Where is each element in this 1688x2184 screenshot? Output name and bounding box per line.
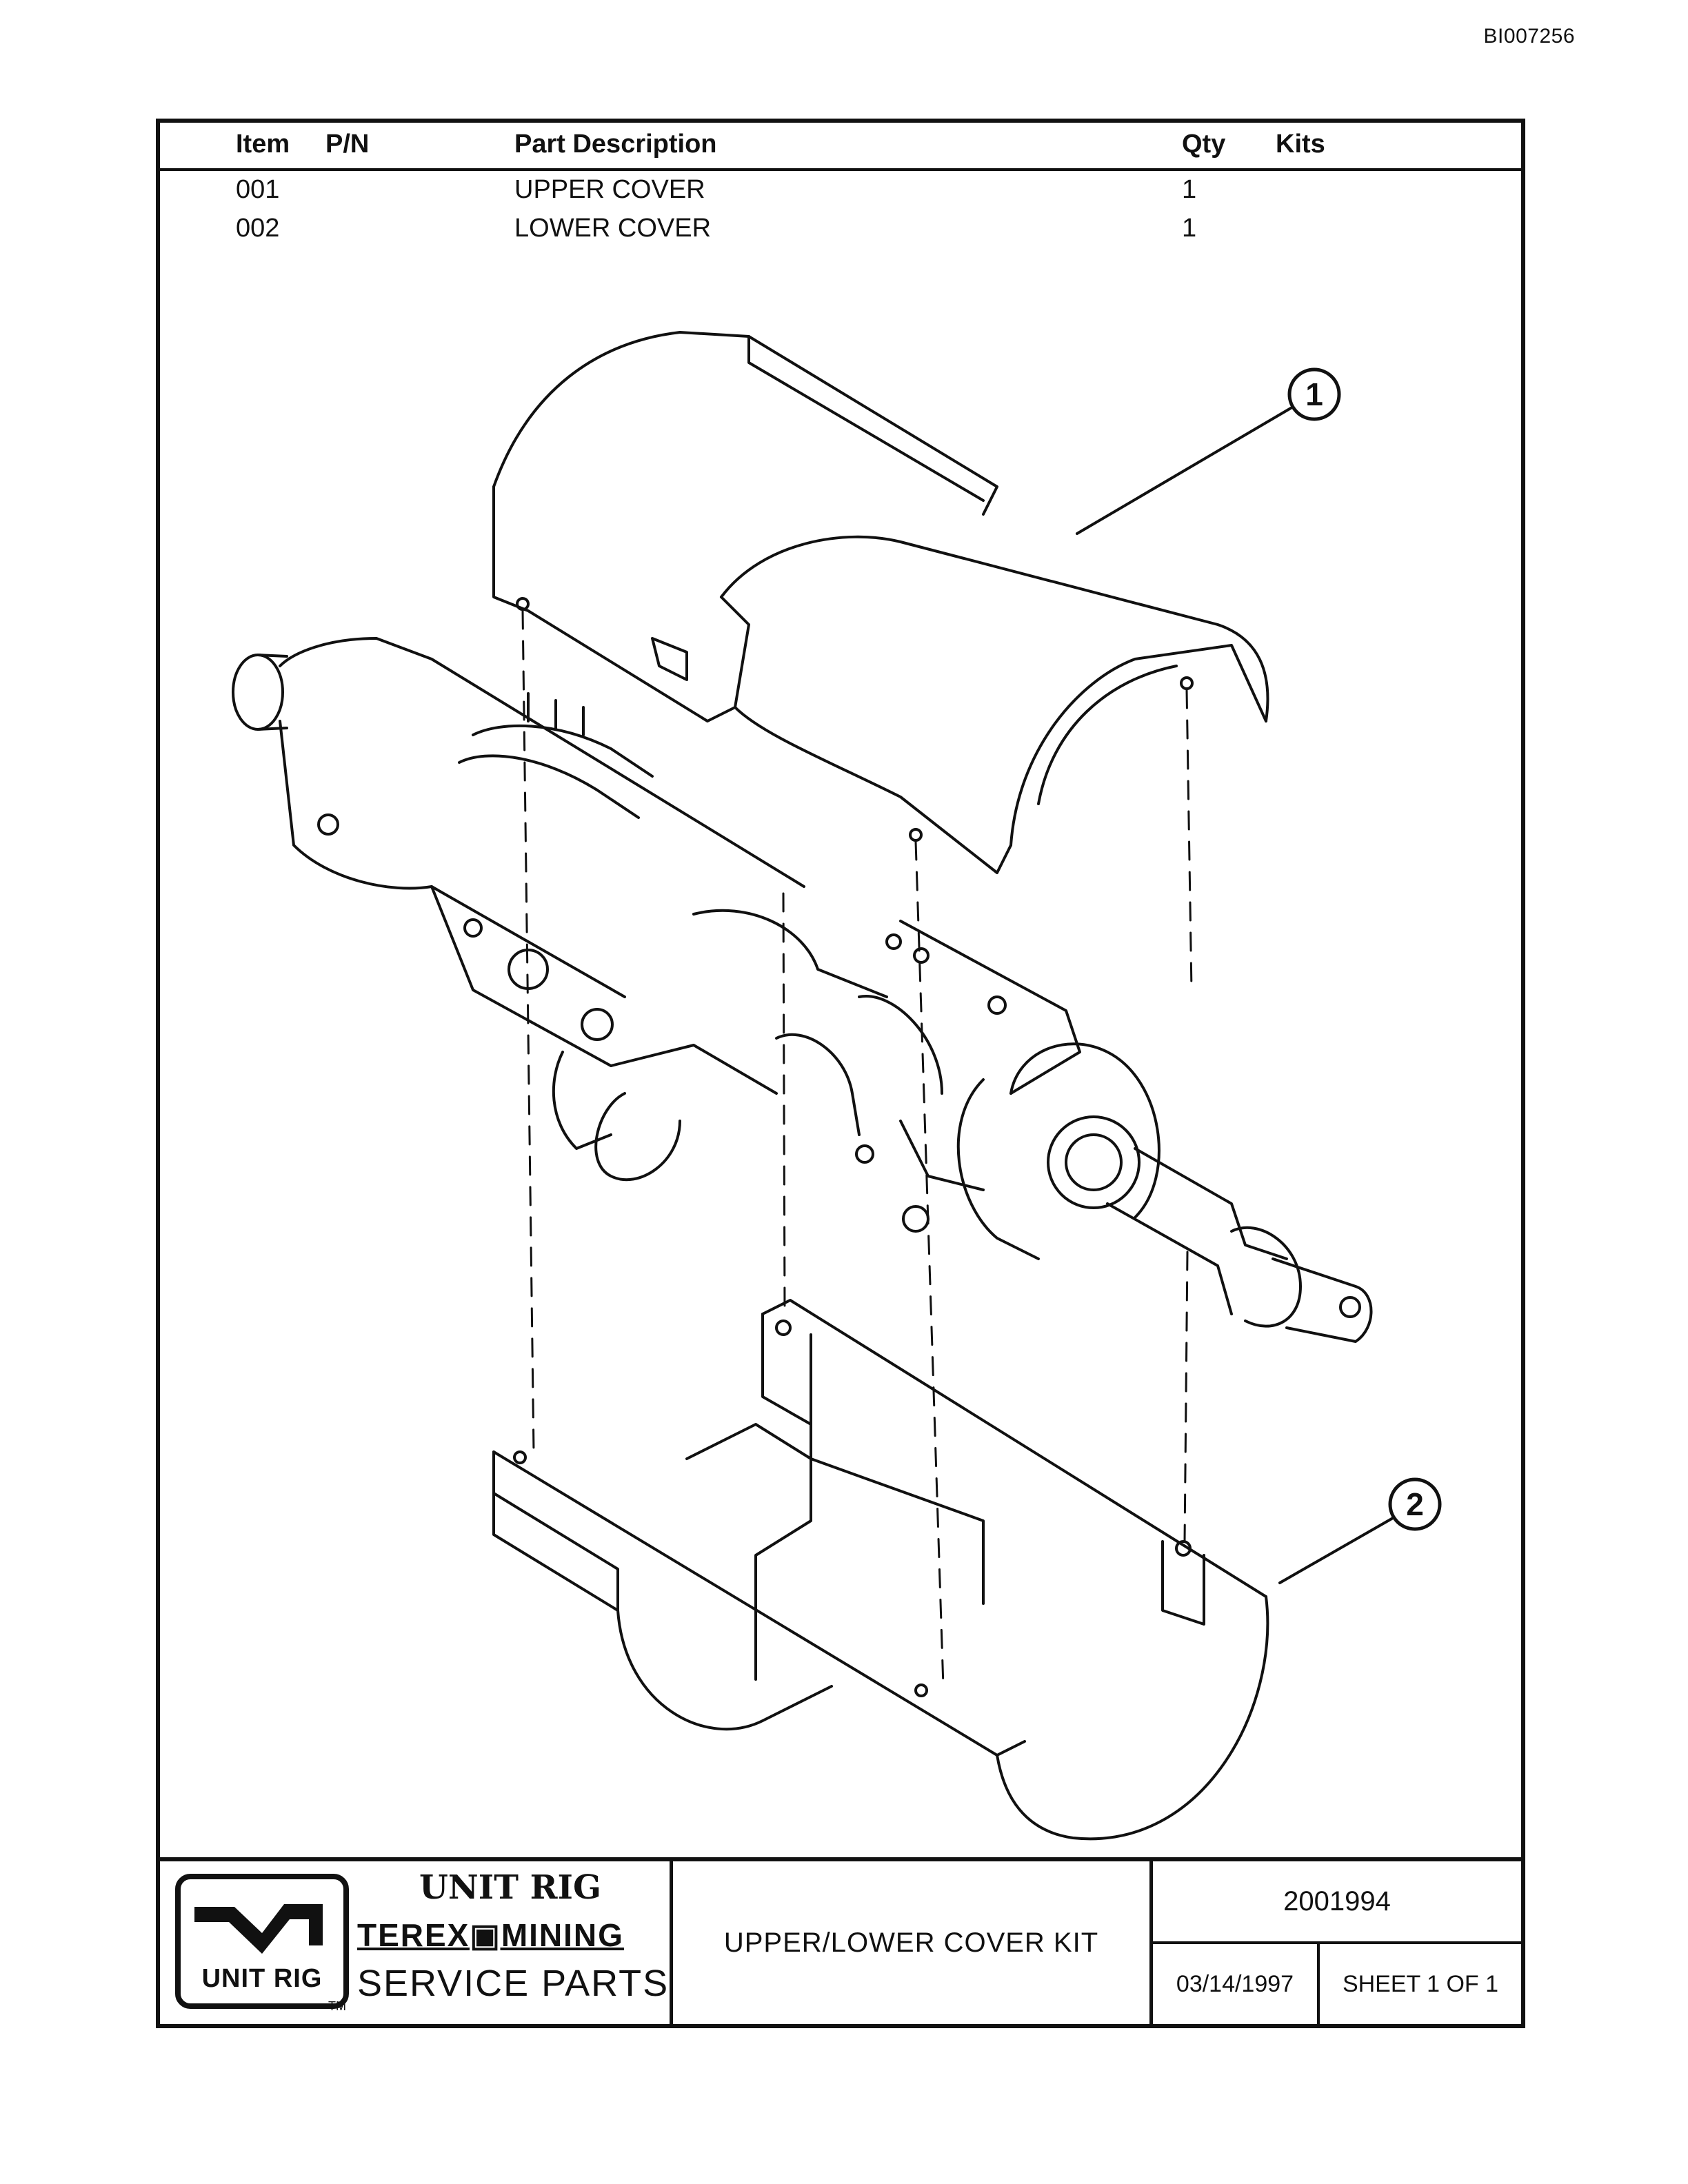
logo-text: UNIT RIG [201,1964,323,1993]
callout-1-circle [1287,367,1341,421]
row-description: LOWER COVER [514,214,712,243]
parts-table-body: 001 UPPER COVER 1 002 LOWER COVER 1 [160,171,1521,248]
part-number: 2001994 [1153,1861,1521,1944]
trademark-mark: TM [328,1999,346,2013]
header-item: Item [236,130,290,159]
steering-column-assembly [232,637,1373,1343]
title-block: UNIT RIG TM UNIT RIG TEREX▣MINING SERVIC… [160,1857,1521,2024]
callout-2-label: 2 [1406,1486,1424,1522]
exploded-view-drawing: 1 2 [232,331,1442,1841]
brand-terex-mining: TEREX▣MINING [357,1917,624,1953]
title-block-info: 2001994 03/14/1997 SHEET 1 OF 1 [1153,1861,1521,2024]
drawing-title: UPPER/LOWER COVER KIT [673,1861,1153,2024]
row-item: 001 [236,175,280,204]
row-description: UPPER COVER [514,175,705,204]
callout-2-circle [1388,1477,1442,1531]
title-block-logo-cell: UNIT RIG TM UNIT RIG TEREX▣MINING SERVIC… [160,1861,673,2024]
drawing-frame: Item P/N Part Description Qty Kits 001 U… [156,119,1525,2028]
header-qty: Qty [1182,130,1226,159]
header-pn: P/N [325,130,370,159]
callout-1-leader [1076,407,1292,535]
header-kits: Kits [1276,130,1325,159]
table-row: 002 LOWER COVER 1 [160,210,1521,248]
sheet-number: SHEET 1 OF 1 [1342,1970,1499,1997]
callout-1-label: 1 [1305,376,1323,412]
callout-2-leader [1278,1517,1394,1584]
header-description: Part Description [514,130,717,159]
table-row: 001 UPPER COVER 1 [160,171,1521,210]
row-qty: 1 [1182,214,1197,243]
upper-cover-part [492,331,1269,874]
assembly-guide-lines [521,609,1193,1688]
brand-unit-rig: UNIT RIG [419,1868,601,1907]
unit-rig-logo: UNIT RIG [175,1874,349,2009]
unit-rig-emblem-icon [194,1904,323,1954]
lower-cover-part [492,1299,1269,1841]
parts-table-header: Item P/N Part Description Qty Kits [160,123,1521,171]
brand-service-parts: SERVICE PARTS [357,1963,670,2004]
row-item: 002 [236,214,280,243]
document-id: BI007256 [1483,25,1575,48]
row-qty: 1 [1182,175,1197,204]
drawing-date: 03/14/1997 [1153,1944,1320,2024]
